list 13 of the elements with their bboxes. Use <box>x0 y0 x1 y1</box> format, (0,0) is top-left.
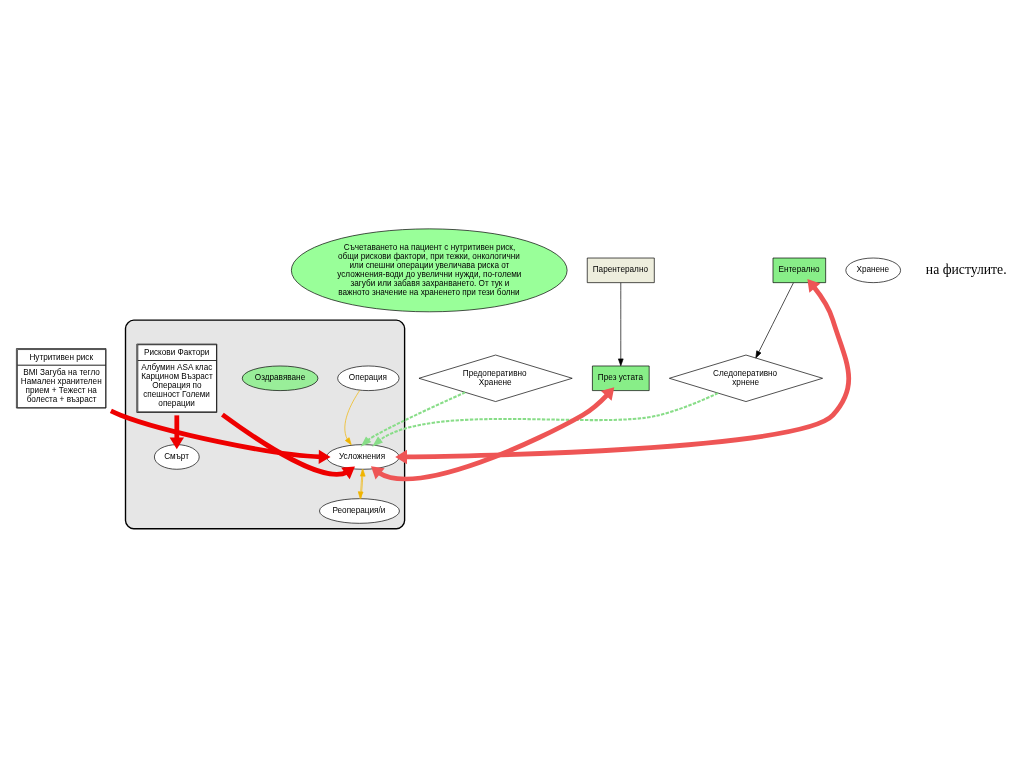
arrow <box>360 468 366 499</box>
arrow <box>357 468 364 499</box>
arrow <box>221 412 355 479</box>
arrow <box>755 282 794 358</box>
arrow <box>109 408 331 464</box>
arrow <box>372 391 719 447</box>
arrow <box>618 282 624 366</box>
label: на фистулите. <box>925 261 1007 277</box>
arrow <box>370 386 615 481</box>
arrow <box>395 278 851 464</box>
arrow <box>360 390 466 447</box>
arrow <box>169 414 184 449</box>
arrow <box>344 389 361 445</box>
